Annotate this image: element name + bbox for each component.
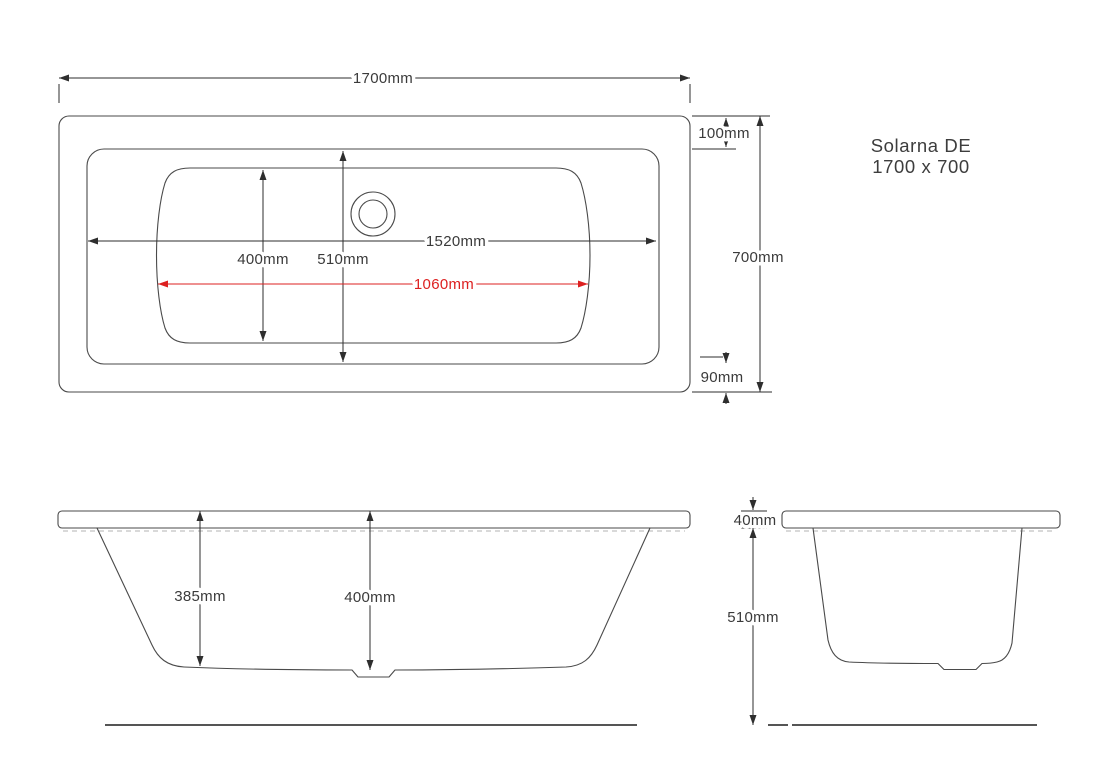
dim-basin-width-label: 400mm (237, 251, 289, 268)
side-view: 385mm 400mm (57, 510, 691, 726)
side-rim-outline (57, 510, 691, 529)
dim-inner-depth-label: 385mm (174, 588, 226, 605)
side-body-outline (96, 527, 651, 678)
dim-overall-depth-label: 400mm (344, 589, 396, 606)
dim-overall-depth: 400mm (341, 511, 399, 670)
dim-overall-length: 1700mm (58, 67, 691, 103)
plan-waste-inner-circle (358, 199, 388, 229)
plan-waste-outer-circle (350, 191, 396, 237)
dim-rim-thickness-label: 40mm (734, 512, 777, 529)
dim-rim-thickness: 40mm (730, 497, 780, 533)
dim-head-rim: 100mm (692, 118, 753, 150)
dim-inner-width-label: 510mm (317, 251, 369, 268)
dim-body-height-label: 510mm (727, 609, 779, 626)
dim-floor-length: 1060mm (158, 273, 588, 297)
dim-overall-width: 700mm (692, 115, 787, 393)
plan-basin-outline (155, 167, 591, 344)
end-body-outline (812, 527, 1023, 671)
dim-inner-length: 1520mm (88, 230, 656, 254)
dim-overall-length-label: 1700mm (353, 70, 413, 87)
dim-head-rim-label: 100mm (698, 125, 750, 142)
end-view: 40mm 510mm (724, 497, 1061, 726)
dim-inner-width: 510mm (314, 151, 372, 362)
plan-outer-rim-outline (58, 115, 691, 393)
dim-inner-length-label: 1520mm (426, 233, 486, 250)
dim-inner-depth: 385mm (171, 511, 229, 666)
plan-inner-rim-outline (86, 148, 660, 365)
plan-view: 1700mm 700mm 100mm 90mm (58, 67, 787, 404)
dim-overall-width-label: 700mm (732, 249, 784, 266)
title-block: Solarna DE 1700 x 700 (871, 135, 972, 177)
end-rim-outline (781, 510, 1061, 529)
dim-floor-length-label: 1060mm (414, 276, 474, 293)
dim-body-height: 510mm (724, 528, 782, 725)
model-size: 1700 x 700 (872, 156, 970, 177)
dim-basin-width: 400mm (234, 170, 292, 341)
dim-foot-rim: 90mm (697, 352, 747, 404)
dim-foot-rim-label: 90mm (701, 369, 744, 386)
model-name: Solarna DE (871, 135, 972, 156)
